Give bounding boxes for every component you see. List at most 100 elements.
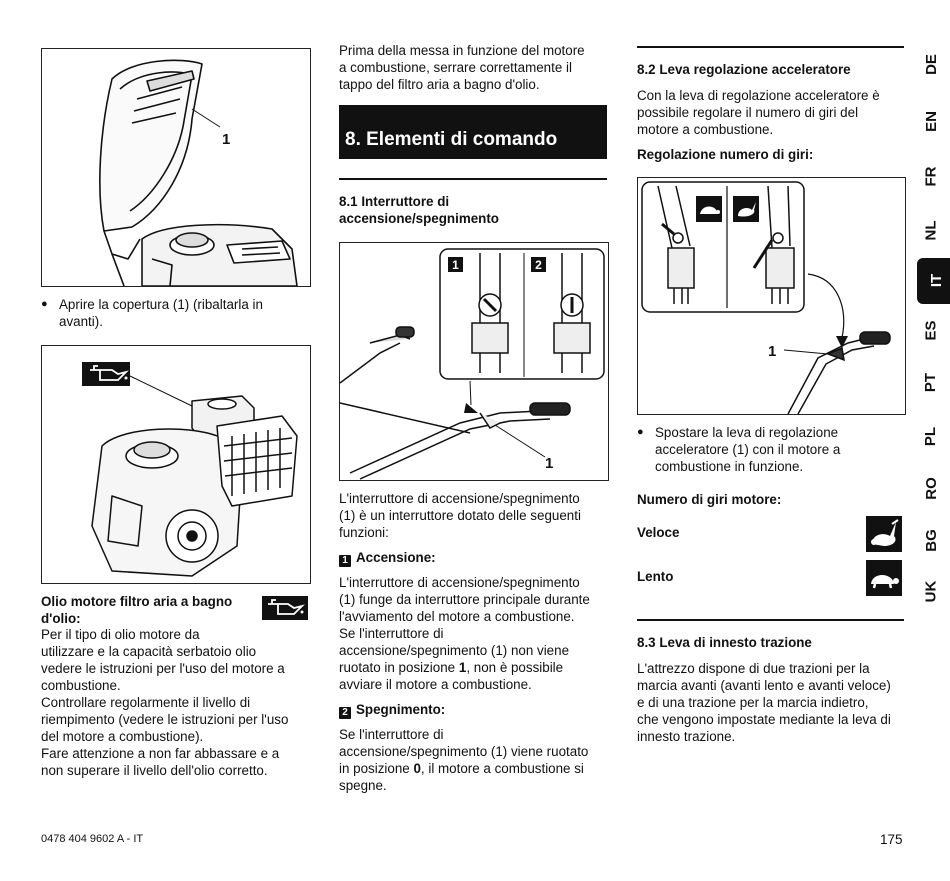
para-text: , il motore a combustione si [420,761,584,776]
fast-label: Veloce [637,525,680,540]
section-8-2-title: 8.2 Leva regolazione acceleratore [637,62,851,77]
pointer-label: 1 [545,455,553,472]
section-rule [339,178,607,180]
oil-can-icon [262,596,308,620]
intro-line: tappo del filtro aria a bagno d'olio. [339,77,540,92]
section-rule [637,619,904,621]
inset-label-b: 2 [535,258,542,272]
intro-line: a combustione, serrare correttamente il [339,60,572,75]
bullet-open-cover: ● Aprire la copertura (1) (ribaltarla in… [41,296,309,330]
oil-line: non superare il livello dell'olio corret… [41,763,268,778]
para-line: L'interruttore di accensione/spegnimento [339,491,580,506]
figure-cover-open: 1 [41,48,311,287]
intro-paragraph: Prima della messa in funzione del motore… [339,42,609,93]
on-title: Accensione: [356,550,436,565]
para-line: che vengono impostate mediante la leva d… [637,712,891,727]
document-code: 0478 404 9602 A - IT [41,833,144,845]
para-line: Se l'interruttore di [339,626,444,641]
para-text: , non è possibile [466,660,564,675]
on-heading: 1 Accensione: [339,549,607,567]
lang-tab-ro[interactable]: RO [922,477,940,500]
oil-line: utilizzare e la capacità serbatoio olio [41,644,257,659]
oil-line: Per il tipo di olio motore da [41,627,200,642]
figure-label: 1 [222,131,230,148]
bullet-move-lever: ● Spostare la leva di regolazione accele… [637,424,841,475]
para-text: ruotato in posizione [339,660,459,675]
bullet-text: Aprire la copertura (1) (ribaltarla in a… [59,297,263,329]
section-8-2-paragraph: Con la leva di regolazione acceleratore … [637,87,907,138]
para-line: (1) funge da interruttore principale dur… [339,592,590,607]
bullet-line: combustione in funzione. [655,459,804,474]
para-line: (1) è un interruttore dotato delle segue… [339,508,581,523]
bullet-text: Spostare la leva di regolazione accelera… [655,424,840,475]
slow-label: Lento [637,569,674,584]
figure-label: 1 [768,343,776,360]
off-heading: 2 Spegnimento: [339,701,607,719]
rpm-title: Numero di giri motore: [637,492,782,507]
section-rule [637,46,904,48]
intro-line: Prima della messa in funzione del motore [339,43,585,58]
section-8-3-title: 8.3 Leva di innesto trazione [637,635,812,650]
title-line: 8.1 Interruttore di [339,194,450,209]
figure-throttle-lever: 1 [637,177,906,415]
section-8-3-paragraph: L'attrezzo dispone di due trazioni per l… [637,660,909,745]
position-value: 1 [458,660,467,675]
bullet-line: acceleratore (1) con il motore a [655,442,841,457]
inset-label-a: 1 [452,258,459,272]
turtle-icon [866,560,902,596]
position-value: 0 [413,761,421,776]
para-line: L'interruttore di accensione/spegnimento [339,575,580,590]
para-line: motore a combustione. [637,122,774,137]
para-line: accensione/spegnimento (1) viene ruotato [339,744,589,759]
figure-ignition-switch: 1 2 1 [339,242,609,481]
number-box-2: 2 [339,707,351,719]
oil-line: Controllare regolarmente il livello di [41,695,251,710]
para-line: avviare il motore a combustione. [339,677,532,692]
lang-tab-en[interactable]: EN [922,111,940,132]
active-language-tab[interactable] [917,258,950,304]
para-line: funzioni: [339,525,389,540]
bullet-line: Spostare la leva di regolazione [655,425,839,440]
lang-tab-pl[interactable]: PL [922,426,940,447]
section-8-1-title: 8.1 Interruttore di accensione/spegnimen… [339,193,607,227]
section-8-1-paragraph: L'interruttore di accensione/spegnimento… [339,490,609,541]
oil-line: combustione. [41,678,121,693]
para-line: accensione/spegnimento (1) non viene [339,643,570,658]
lang-tab-bg[interactable]: BG [922,529,940,552]
lang-tab-pt[interactable]: PT [922,372,940,393]
rabbit-icon [866,516,902,552]
lang-tab-de[interactable]: DE [922,54,940,75]
number-box-1: 1 [339,555,351,567]
rpm-regulation-title: Regolazione numero di giri: [637,147,814,162]
figure-engine-oil [41,345,311,584]
off-title: Spegnimento: [356,702,446,717]
oil-line: del motore a combustione). [41,729,204,744]
para-line: e di una trazione per la marcia indietro… [637,695,869,710]
off-paragraph: Se l'interruttore di accensione/spegnime… [339,726,611,794]
oil-paragraph: Per il tipo di olio motore da utilizzare… [41,626,309,779]
para-line: innesto trazione. [637,729,736,744]
page-number: 175 [880,832,903,847]
oil-line: Fare attenzione a non far abbassare e a [41,746,280,761]
para-line: Con la leva di regolazione acceleratore … [637,88,880,103]
para-line: Se l'interruttore di [339,727,444,742]
oil-line: vedere le istruzioni per l'uso del motor… [41,661,285,676]
on-paragraph: L'interruttore di accensione/spegnimento… [339,574,611,693]
para-line: spegne. [339,778,387,793]
para-line: in posizione 0, il motore a combustione … [339,760,611,777]
oil-heading: Olio motore filtro aria a bagno d'olio: [41,594,233,626]
para-line: l'avviamento del motore a combustione. [339,609,575,624]
oil-line: riempimento (vedere le istruzioni per l'… [41,712,289,727]
para-text: in posizione [339,761,414,776]
para-line: possibile regolare il numero di giri del [637,105,859,120]
lang-tab-uk[interactable]: UK [922,580,940,603]
lang-tab-fr[interactable]: FR [922,166,940,187]
para-line: L'attrezzo dispone di due trazioni per l… [637,661,870,676]
chapter-title: 8. Elementi di comando [345,129,558,150]
lang-tab-it[interactable]: IT [928,273,946,288]
para-line: ruotato in posizione 1, non è possibile [339,659,611,676]
title-line: accensione/spegnimento [339,211,499,226]
lang-tab-nl[interactable]: NL [922,220,940,241]
chapter-heading: 8. Elementi di comando [339,105,607,159]
lang-tab-es[interactable]: ES [922,320,940,341]
